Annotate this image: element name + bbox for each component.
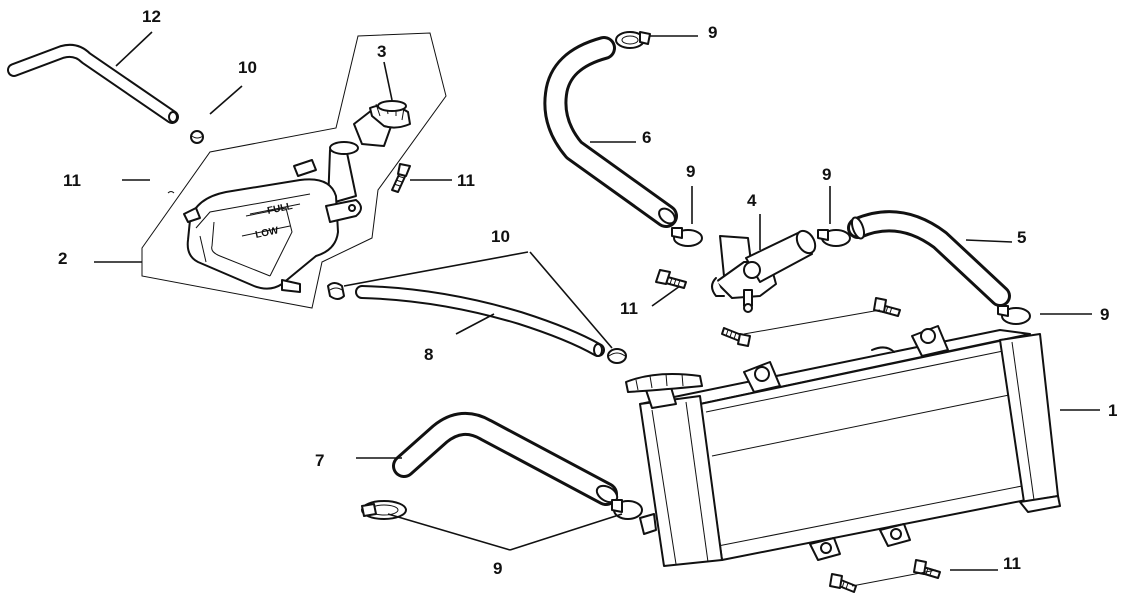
callout-12: 12 [142,7,161,26]
callout-7: 7 [315,451,324,470]
hose-clip-radiator [607,348,627,364]
overflow-hose [7,43,179,124]
callout-9-bottom: 9 [493,559,502,578]
bolt-tank-mount [391,163,411,193]
bolt-pair-link [743,309,881,335]
callout-5: 5 [1017,228,1026,247]
callout-1: 1 [1108,401,1117,420]
bolt-radiator-bottom-left [829,573,857,593]
callout-2: 2 [58,249,67,268]
hose-clip-small [190,130,204,144]
reservoir-cap [353,100,411,147]
callout-9-right: 9 [1100,305,1109,324]
callout-9-mid-left: 9 [686,162,695,181]
bolt-radiator-bottom-right [913,559,941,579]
callout-8: 8 [424,345,433,364]
bolt-thermostat-lower [721,327,751,347]
bolt-pair-link-bottom [851,569,937,587]
hose-clamp-thermostat [817,229,851,247]
callout-labels: 12 10 3 11 11 2 9 6 9 9 4 5 10 11 9 8 1 … [58,7,1117,578]
hose-clamp-lower-left [361,500,407,520]
long-coolant-hose [355,285,605,357]
callout-6: 6 [642,128,651,147]
callout-9-mid-right: 9 [822,165,831,184]
hose-clamp-upper [615,31,651,49]
radiator [625,325,1061,567]
callout-10-top: 10 [238,58,257,77]
tiny-clip [167,191,175,194]
callout-11-tank: 11 [457,171,475,190]
thermostat-radiator-hose [847,210,1011,307]
reservoir-tank: FULL LOW [183,141,362,293]
lower-hose [392,412,619,506]
callout-11-thermostat: 11 [620,299,638,318]
thermostat-housing [711,229,817,313]
bolt-thermostat-left [655,269,687,289]
tank-full-marking: FULL [266,201,293,217]
callout-10-mid: 10 [491,227,510,246]
hose-clamp-tank [327,282,345,300]
callout-11-left: 11 [63,171,81,190]
callout-4: 4 [747,191,757,210]
hose-clamp-radiator-upper [997,305,1031,325]
callout-3: 3 [377,42,386,61]
reservoir-group-outline [141,32,447,309]
hose-clamp-upper-lower [671,227,703,247]
callout-11-bottom: 11 [1003,554,1021,573]
upper-hose [543,36,678,228]
callout-9-top: 9 [708,23,717,42]
bolt-thermostat-right [873,297,901,317]
leader-lines [94,31,1100,571]
